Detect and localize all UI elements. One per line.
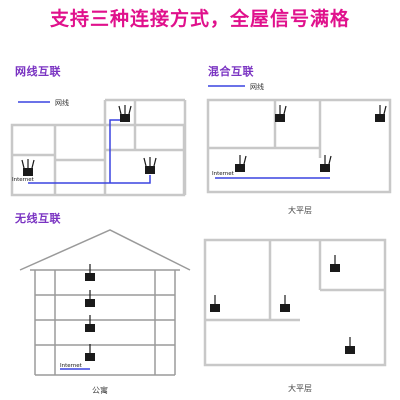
router-icon	[280, 295, 290, 312]
hybrid-caption: 大平层	[288, 206, 312, 215]
router-icon	[275, 105, 287, 122]
router-icon	[143, 157, 157, 174]
cable-line	[28, 175, 151, 184]
router-icon	[85, 290, 95, 307]
router-icon	[21, 159, 35, 176]
router-icon	[118, 105, 132, 122]
apartment-caption: 公寓	[92, 386, 108, 395]
router-icon	[345, 337, 355, 354]
router-icon	[330, 255, 340, 272]
router-icon	[85, 315, 95, 332]
router-icon	[85, 344, 95, 361]
wired-floorplan: 网线 Internet	[10, 98, 187, 197]
section-title-wireless: 无线互联	[15, 212, 61, 225]
flat-caption: 大平层	[288, 384, 312, 393]
headline: 支持三种连接方式，全屋信号满格	[49, 8, 350, 30]
router-icon	[375, 105, 387, 122]
cable-line	[109, 119, 125, 183]
section-title-wired: 网线互联	[15, 65, 61, 78]
internet-label: Internet	[60, 363, 83, 369]
hybrid-floorplan: 网线 Internet	[206, 82, 392, 194]
router-icon	[210, 295, 220, 312]
flat-floorplan	[203, 238, 387, 367]
router-icon	[235, 155, 247, 172]
internet-label: Internet	[12, 177, 35, 183]
router-icon	[85, 264, 95, 281]
apartment-building: Internet	[19, 229, 191, 376]
legend-label: 网线	[55, 98, 69, 107]
internet-label: Internet	[212, 171, 235, 177]
section-title-hybrid: 混合互联	[208, 65, 254, 78]
legend-label: 网线	[250, 82, 264, 91]
router-icon	[320, 155, 332, 172]
